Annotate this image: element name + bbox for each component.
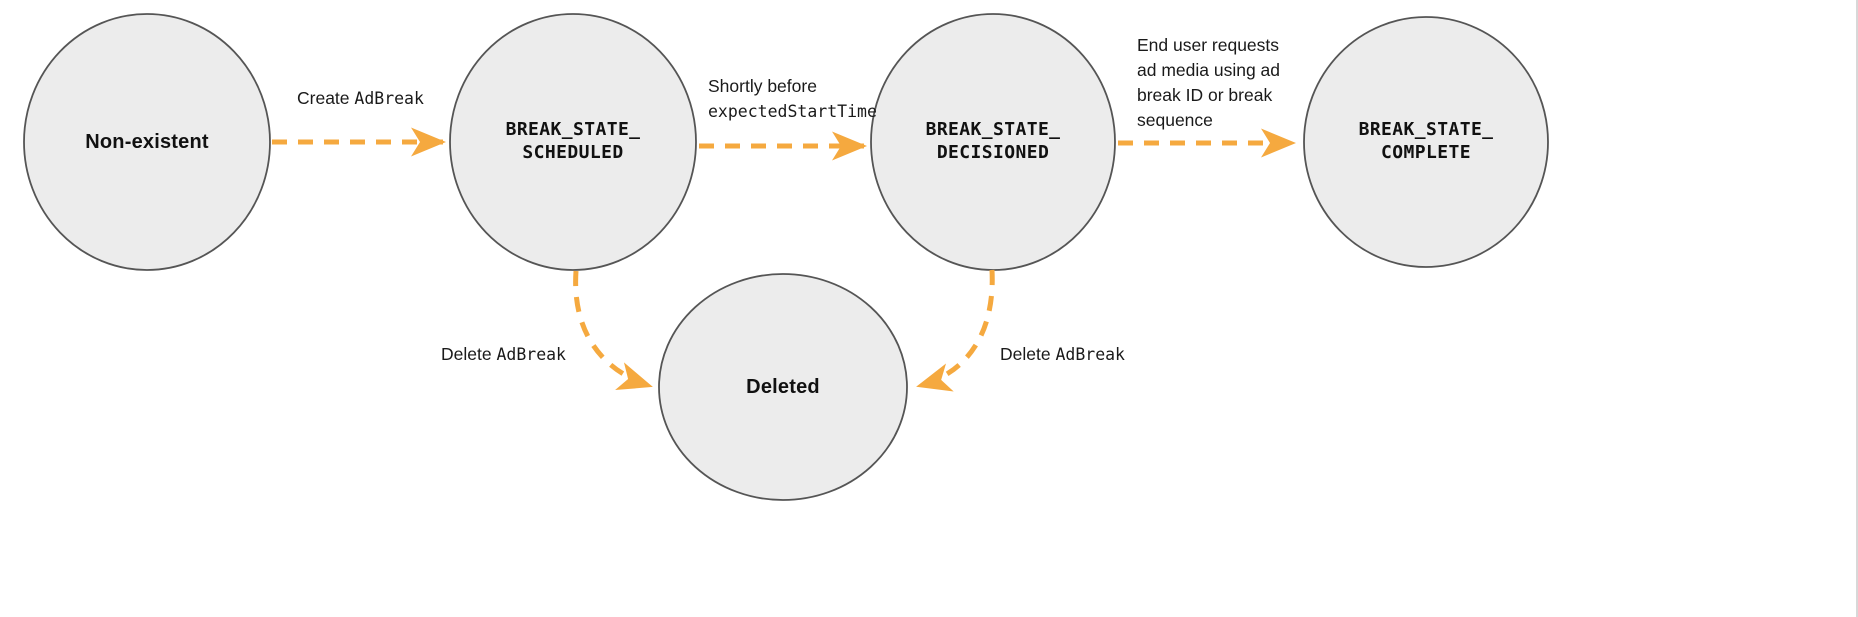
state-node-break-scheduled[interactable]	[449, 13, 697, 271]
transition-edge-delete-adbreak-from-decisioned[interactable]	[916, 269, 995, 392]
state-node-break-decisioned[interactable]	[870, 13, 1116, 271]
state-node-deleted[interactable]	[658, 273, 908, 501]
transition-edge-delete-adbreak-from-scheduled[interactable]	[573, 270, 653, 391]
edges-layer	[272, 127, 1297, 392]
nodes-layer	[23, 13, 1549, 501]
state-node-non-existent[interactable]	[23, 13, 271, 271]
state-node-break-complete[interactable]	[1303, 16, 1549, 268]
page-right-edge-rule	[1856, 0, 1858, 617]
